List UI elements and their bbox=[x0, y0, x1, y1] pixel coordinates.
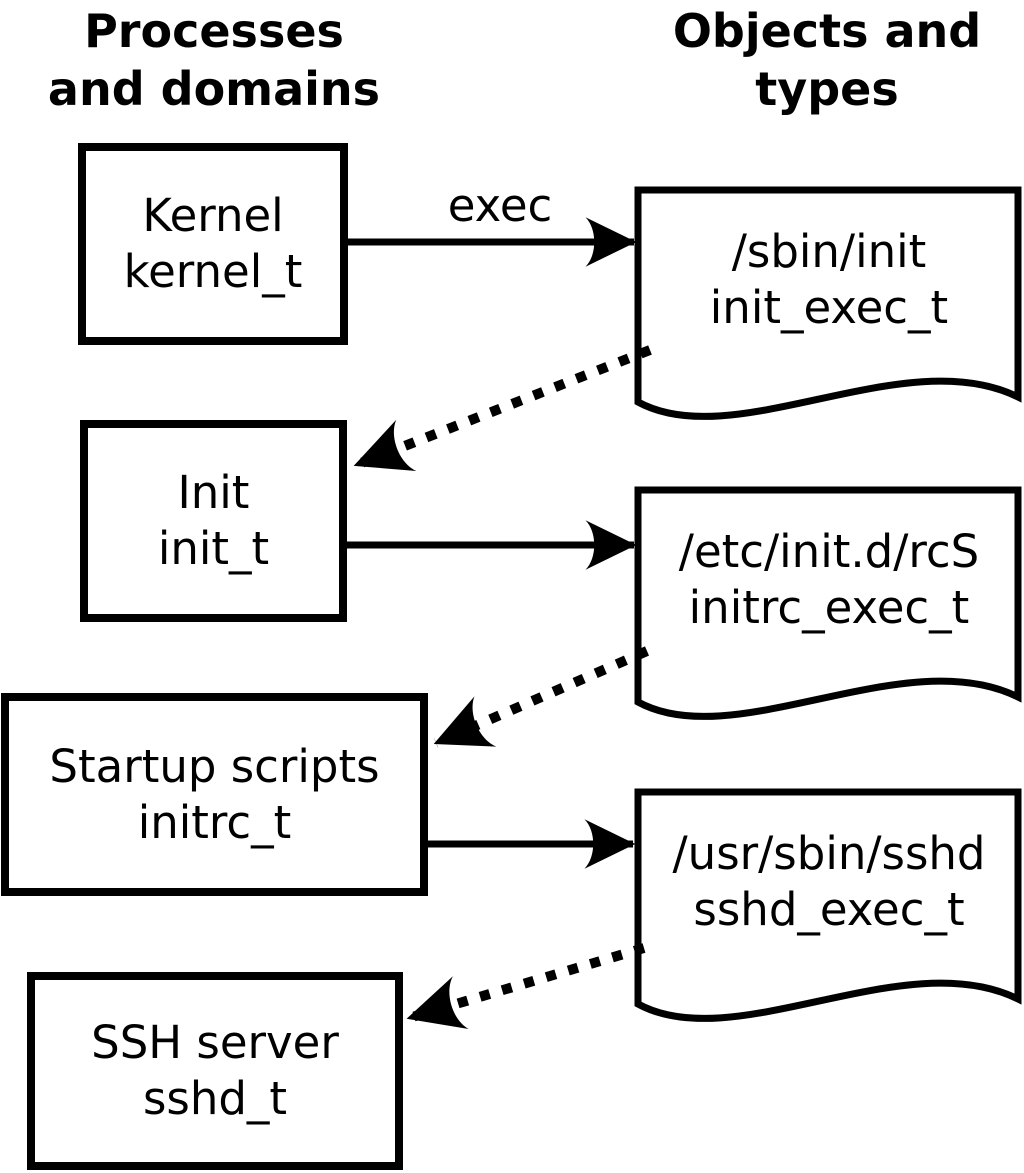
process-domain-type: init_t bbox=[157, 522, 270, 575]
process-box-kernel: Kernel kernel_t bbox=[78, 143, 348, 345]
process-box-ssh-server: SSH server sshd_t bbox=[27, 972, 403, 1170]
document-shape-usr-sbin-sshd bbox=[634, 788, 1022, 1022]
process-domain-type: initrc_t bbox=[137, 795, 292, 849]
document-shape-etc-initd-rcs bbox=[634, 486, 1022, 720]
header-line: Processes bbox=[84, 4, 344, 58]
process-name: Init bbox=[177, 466, 250, 519]
exec-arrow-label: exec bbox=[447, 179, 553, 232]
process-box-startup-scripts: Startup scripts initrc_t bbox=[1, 693, 428, 896]
header-line: and domains bbox=[47, 62, 381, 116]
process-box-init: Init init_t bbox=[80, 420, 347, 622]
dotted-arrow-sbin-init-to-init bbox=[353, 345, 652, 471]
dotted-arrow-sshd-to-sshd-t bbox=[406, 943, 646, 1029]
header-line: Objects and bbox=[672, 4, 982, 58]
process-name: Kernel bbox=[142, 189, 284, 242]
process-domain-type: kernel_t bbox=[123, 245, 303, 298]
process-name: Startup scripts bbox=[49, 739, 380, 793]
document-shape-sbin-init bbox=[634, 186, 1022, 420]
process-name: SSH server bbox=[91, 1016, 339, 1069]
process-domain-type: sshd_t bbox=[142, 1072, 288, 1125]
column-header-objects-and-types: Objects and types bbox=[630, 2, 1024, 118]
column-header-processes-and-domains: Processes and domains bbox=[18, 2, 410, 118]
dotted-arrow-rcs-to-initrc bbox=[433, 646, 649, 748]
header-line: types bbox=[755, 62, 899, 116]
